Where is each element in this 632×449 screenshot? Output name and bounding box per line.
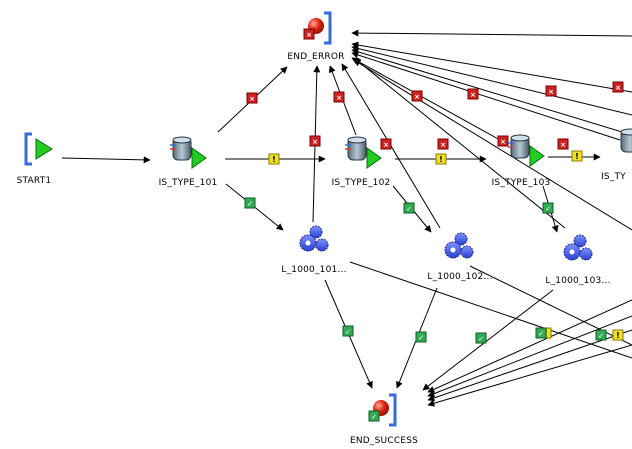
error-x-icon[interactable]: × [411,90,423,102]
edge-badges: × × × × × × × × × × × ! ! ! ! ! ✓ ✓ ✓ ✓ … [244,81,624,344]
gears-icon [444,232,474,259]
error-x-icon[interactable]: × [309,135,321,147]
warning-icon[interactable]: ! [435,153,447,165]
node-end-success[interactable]: ✓ END_SUCCESS [350,393,418,446]
error-x-icon[interactable]: × [557,138,569,150]
error-x-icon[interactable]: × [437,138,449,150]
node-l-1000-103[interactable]: L_1000_103... [545,234,610,286]
gears-icon [563,234,593,261]
svg-text:✓: ✓ [418,334,424,342]
error-x-icon[interactable]: × [467,88,479,100]
svg-text:×: × [312,138,318,146]
edge-offscreen-g-to-end-success[interactable] [427,299,632,393]
node-label: IS_TYPE_101 [159,178,218,188]
node-label: L_1000_101... [281,265,346,275]
node-label: L_1000_102... [427,272,492,282]
svg-text:✓: ✓ [345,328,351,336]
svg-text:!: ! [616,331,620,340]
success-check-icon[interactable]: ✓ [535,327,547,339]
gears-icon [299,225,329,252]
edge-offscreen-b-to-end-error[interactable] [351,41,632,93]
node-l-1000-101[interactable]: L_1000_101... [281,225,346,275]
node-label: IS_TYPE_102 [332,178,391,188]
edge-l-1000-103-to-end-success[interactable] [422,289,554,391]
svg-text:×: × [440,141,446,149]
decision-cylinder-icon [620,128,632,153]
warning-icon[interactable]: ! [268,153,280,165]
edge-is-type-103-to-end-error[interactable] [351,57,501,141]
decision-cylinder-icon [170,136,207,169]
svg-text:!: ! [439,155,443,164]
error-x-icon[interactable]: × [246,92,258,104]
error-x-icon[interactable]: × [333,91,345,103]
svg-text:!: ! [272,155,276,164]
svg-text:✓: ✓ [406,205,412,213]
error-x-icon[interactable]: × [497,135,509,147]
node-label: END_SUCCESS [350,436,418,446]
node-is-type-partial[interactable]: IS_TY [601,128,632,182]
svg-text:×: × [414,93,420,101]
decision-cylinder-icon [508,134,545,167]
edge-offscreen-j-to-end-success[interactable] [427,344,632,407]
svg-text:×: × [470,91,476,99]
edge-offscreen-d-to-end-error[interactable] [351,48,632,136]
warning-icon[interactable]: ! [612,329,624,341]
success-check-icon[interactable]: ✓ [244,197,256,209]
error-x-icon[interactable]: × [545,85,557,97]
svg-text:✓: ✓ [538,330,544,338]
error-x-icon[interactable]: × [380,138,392,150]
svg-text:!: ! [575,152,579,161]
edge-start-to-is-type-101[interactable] [61,156,151,164]
edge-l-1000-101-to-offscreen[interactable] [349,261,632,359]
node-label: IS_TY [601,172,626,182]
edges [61,29,632,407]
node-is-type-101[interactable]: IS_TYPE_101 [159,136,218,188]
svg-text:✓: ✓ [545,205,551,213]
svg-text:×: × [336,94,342,102]
end-error-icon: × [303,11,332,45]
success-check-icon[interactable]: ✓ [403,202,415,214]
edge-offscreen-a-to-end-error[interactable] [351,29,632,37]
success-check-icon[interactable]: ✓ [542,202,554,214]
edge-offscreen-f-to-end-error[interactable] [353,59,632,231]
node-end-error[interactable]: × END_ERROR [287,11,344,62]
svg-text:✓: ✓ [371,413,377,421]
success-check-icon[interactable]: ✓ [595,329,607,341]
node-is-type-103[interactable]: IS_TYPE_103 [492,134,551,188]
success-check-icon[interactable]: ✓ [342,325,354,337]
node-l-1000-102[interactable]: L_1000_102... [427,232,492,282]
svg-text:×: × [306,31,312,39]
svg-text:×: × [500,138,506,146]
svg-text:×: × [383,141,389,149]
start-flag-icon [24,132,53,166]
svg-text:×: × [615,84,621,92]
svg-text:✓: ✓ [598,332,604,340]
svg-text:×: × [249,95,255,103]
edge-offscreen-i-to-end-success[interactable] [427,329,632,402]
node-start1[interactable]: START1 [17,132,53,186]
node-label: L_1000_103... [545,276,610,286]
decision-cylinder-icon [345,136,382,169]
edge-offscreen-e-to-end-error[interactable] [351,51,621,141]
edge-offscreen-c-to-end-error[interactable] [351,45,632,116]
edge-l-1000-103-to-end-error[interactable] [353,57,566,229]
node-label: IS_TYPE_103 [492,178,551,188]
error-x-icon[interactable]: × [612,81,624,93]
svg-text:×: × [560,141,566,149]
success-check-icon[interactable]: ✓ [475,332,487,344]
node-label: END_ERROR [287,52,344,62]
node-label: START1 [17,176,52,186]
edge-offscreen-h-to-end-success[interactable] [427,315,632,397]
svg-text:×: × [548,88,554,96]
success-check-icon[interactable]: ✓ [415,331,427,343]
warning-icon[interactable]: ! [571,150,583,162]
svg-text:✓: ✓ [478,335,484,343]
end-success-icon: ✓ [368,393,397,427]
node-is-type-102[interactable]: IS_TYPE_102 [332,136,391,188]
svg-text:✓: ✓ [247,200,253,208]
